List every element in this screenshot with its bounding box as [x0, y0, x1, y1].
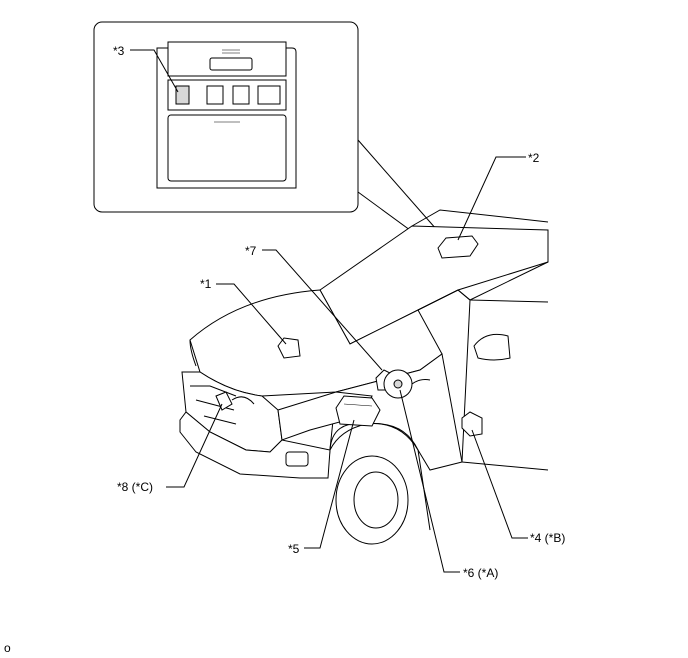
windshield	[319, 225, 549, 345]
leader-lines	[130, 49, 528, 573]
callout-3: *3	[113, 44, 125, 58]
callout-4: *4 (*B)	[530, 531, 565, 545]
part-2-overhead-module	[437, 235, 479, 259]
callout-7: *7	[245, 244, 257, 258]
console-map-light	[167, 114, 287, 182]
callout-labels: *3 *2 *1 *7 *8 (*C) *5 *6 (*A) *4 (*B)	[113, 44, 565, 580]
callout-8: *8 (*C)	[117, 480, 153, 494]
inset-overhead-console	[93, 21, 445, 253]
console-lens	[209, 57, 253, 71]
switch-highlight	[175, 85, 190, 105]
side-mirror	[473, 333, 511, 361]
vehicle-illustration	[179, 209, 549, 545]
part-8-sensor	[215, 391, 233, 411]
callout-2: *2	[528, 151, 540, 165]
part-5-block	[335, 395, 381, 427]
callout-6: *6 (*A)	[463, 566, 498, 580]
callout-1: *1	[200, 277, 212, 291]
part-1-sensor	[277, 337, 301, 359]
fog-light	[285, 451, 309, 467]
figure-code: o	[4, 641, 11, 655]
callout-5: *5	[288, 542, 300, 556]
part-4-unit	[461, 411, 483, 437]
component-parts	[215, 235, 483, 437]
